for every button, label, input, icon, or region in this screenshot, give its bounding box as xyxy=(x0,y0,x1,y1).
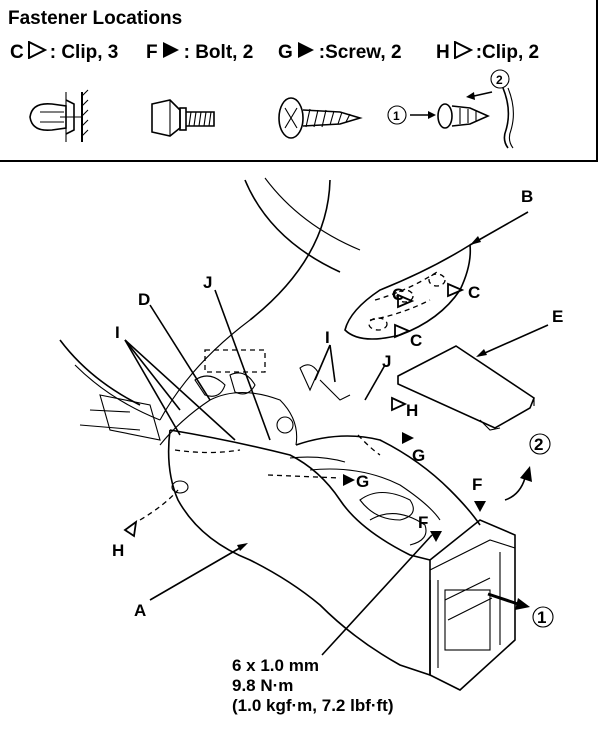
bolt-f-marker-1 xyxy=(474,501,486,512)
legend-key-bolt-f: F : Bolt, 2 xyxy=(146,41,253,64)
screw-g-icon xyxy=(278,97,363,139)
label-i-2: I xyxy=(325,328,330,347)
label-j-1: J xyxy=(203,273,212,292)
label-g-1: G xyxy=(412,446,425,465)
open-triangle-icon xyxy=(453,41,473,59)
key-letter: H xyxy=(436,42,450,63)
label-h-1: H xyxy=(406,401,418,420)
spec-size: 6 x 1.0 mm xyxy=(232,656,319,675)
dashboard-outline xyxy=(59,177,361,421)
label-g-2: G xyxy=(356,472,369,491)
bolt-f-marker-2 xyxy=(430,531,442,542)
filled-triangle-icon xyxy=(162,42,179,58)
console-body-a xyxy=(79,392,516,691)
bolt-f-icon xyxy=(151,99,215,137)
step-2-marker: 2 xyxy=(534,435,543,454)
label-b: B xyxy=(521,187,533,206)
key-letter: C xyxy=(10,42,24,63)
leader-lines xyxy=(124,211,549,656)
spec-torque-alt: (1.0 kgf·m, 7.2 lbf·ft) xyxy=(232,696,394,715)
legend-key-clip-h: H :Clip, 2 xyxy=(436,41,539,64)
label-c-3: C xyxy=(410,331,422,350)
legend-key-clip-c: C : Clip, 3 xyxy=(10,41,118,64)
spec-torque-nm: 9.8 N·m xyxy=(232,676,294,695)
fastener-legend: Fastener Locations C : Clip, 3 F : Bolt, 2… xyxy=(0,0,598,162)
legend-title: Fastener Locations xyxy=(8,8,183,29)
removal-arrows xyxy=(487,466,532,610)
step-1-circle xyxy=(532,606,554,628)
key-letter: G xyxy=(278,42,293,63)
clip-h-icon: 1 2 xyxy=(387,69,514,149)
key-letter: F xyxy=(146,42,158,63)
clip-h-marker-2 xyxy=(123,520,138,538)
open-triangle-icon xyxy=(27,41,47,59)
step-1-label: 1 xyxy=(393,109,400,123)
label-c-2: C xyxy=(392,285,404,304)
console-diagram: B E D J J I I A C C C H H G G F F 2 1 xyxy=(59,177,563,691)
step-2-label: 2 xyxy=(496,73,503,87)
key-desc: : Clip, 3 xyxy=(49,42,119,63)
key-desc: :Screw, 2 xyxy=(318,42,402,63)
clip-c-icon xyxy=(29,89,89,142)
clip-c-marker-1 xyxy=(447,282,465,298)
fastener-markers xyxy=(123,282,486,542)
label-j-2: J xyxy=(382,352,391,371)
step-2-circle xyxy=(529,433,551,455)
label-f-1: F xyxy=(472,475,482,494)
label-e: E xyxy=(552,307,563,326)
screw-g-marker-2 xyxy=(343,474,355,486)
label-c-1: C xyxy=(468,283,480,302)
clip-h-marker-1 xyxy=(391,396,408,412)
label-f-2: F xyxy=(418,513,428,532)
key-desc: :Clip, 2 xyxy=(475,42,540,63)
label-d: D xyxy=(138,290,150,309)
panel-e xyxy=(397,345,535,431)
filled-triangle-icon xyxy=(297,42,314,58)
label-i-1: I xyxy=(115,323,120,342)
fastener-icons: 1 2 xyxy=(29,69,514,149)
key-desc: : Bolt, 2 xyxy=(183,42,254,63)
label-a: A xyxy=(134,601,146,620)
legend-key-screw-g: G :Screw, 2 xyxy=(278,41,402,64)
screw-g-marker-1 xyxy=(402,432,414,444)
clip-c-marker-2 xyxy=(397,293,415,309)
step-1-marker: 1 xyxy=(537,608,546,627)
panel-b xyxy=(344,243,472,340)
clip-c-marker-3 xyxy=(394,323,412,339)
label-h-2: H xyxy=(112,541,124,560)
